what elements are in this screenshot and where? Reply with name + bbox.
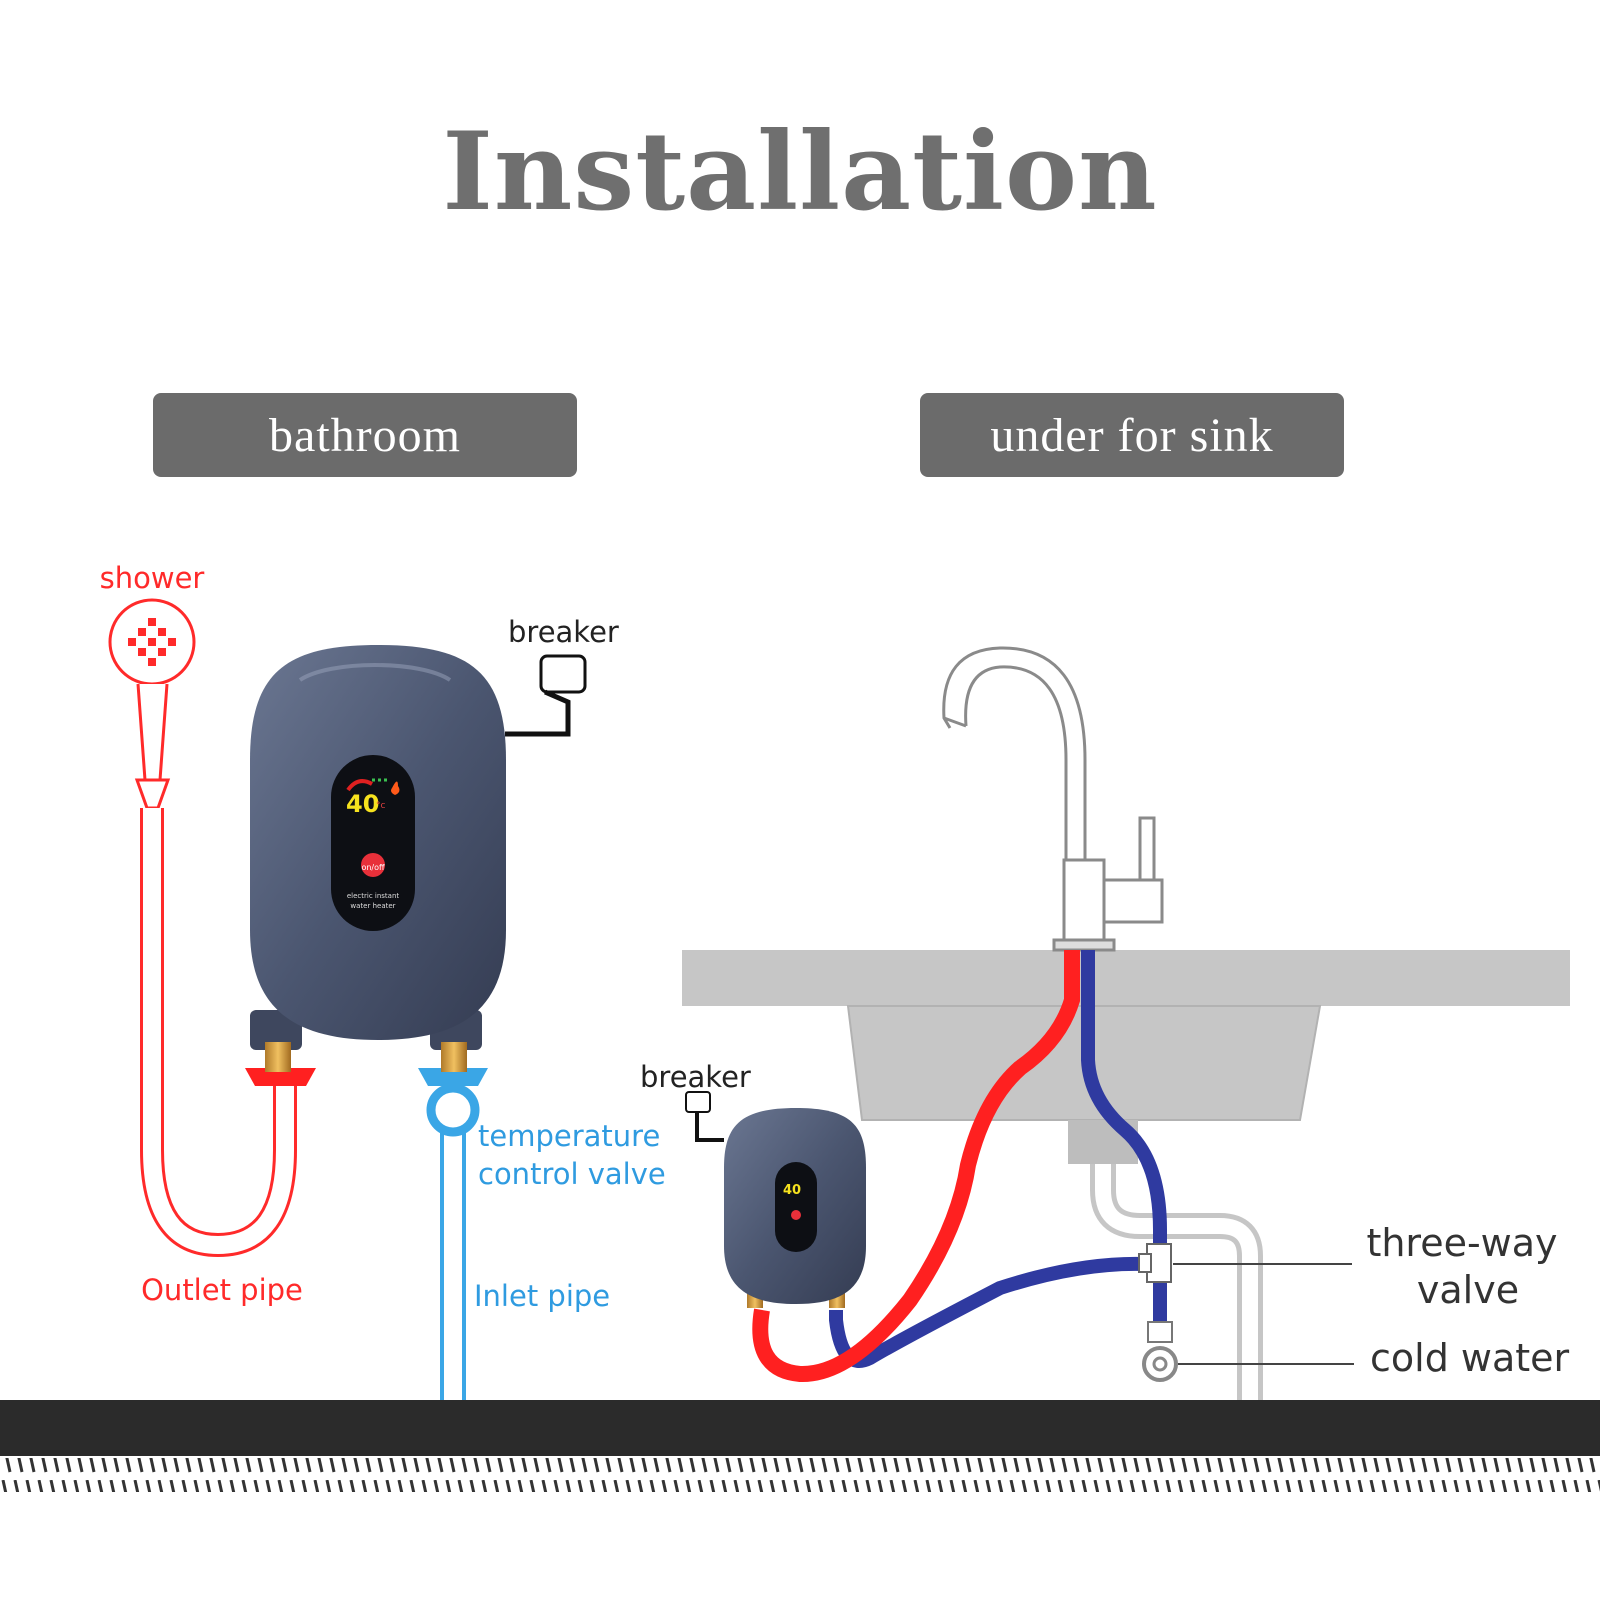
cold-water-valve-icon [1142, 1321, 1178, 1382]
heater-caption-2: water heater [350, 902, 395, 910]
faucet-icon [942, 646, 1164, 952]
breaker-box-icon [539, 654, 587, 694]
power-button-label: on/off [361, 863, 385, 872]
three-way-valve-icon [1138, 1243, 1172, 1283]
shower-label: shower [100, 561, 205, 595]
floor-bar [0, 1400, 1600, 1456]
sink-breaker-box-icon [685, 1091, 711, 1113]
tab-under-sink[interactable]: under for sink [920, 393, 1344, 477]
temperature-valve-icon [426, 1083, 480, 1137]
hot-water-hose [752, 950, 1080, 1383]
countertop [682, 950, 1570, 1006]
heater-caption-1: electric instant [347, 892, 400, 900]
tab-bathroom[interactable]: bathroom [153, 393, 577, 477]
sink-water-heater-unit: 40 [724, 1108, 866, 1308]
page-title: Installation [442, 109, 1158, 235]
outlet-nut-icon [245, 1068, 316, 1086]
cold-water-hose [1081, 950, 1167, 1330]
cold-water-label: cold water [1370, 1336, 1570, 1380]
shower-head-icon [108, 598, 196, 810]
heater-temperature-readout: 40 [346, 790, 379, 818]
three-way-valve-label-2: valve [1417, 1268, 1519, 1312]
sink-heater-temperature-readout: 40 [783, 1183, 801, 1198]
water-heater-unit: 40 °c on/off electric instant water heat… [250, 645, 506, 1072]
temperature-valve-label-1: temperature [478, 1119, 660, 1153]
heater-temperature-unit: °c [376, 801, 386, 811]
inlet-pipe-label: Inlet pipe [474, 1279, 610, 1313]
floor-hatch [0, 1458, 1600, 1492]
outlet-pipe-label: Outlet pipe [141, 1273, 303, 1307]
bathroom-breaker-label: breaker [508, 615, 619, 649]
three-way-valve-label-1: three-way [1366, 1221, 1557, 1265]
temperature-valve-label-2: control valve [478, 1157, 666, 1191]
sink-breaker-label: breaker [640, 1060, 751, 1094]
power-button-icon[interactable] [361, 853, 385, 877]
heater-inlet-hose [829, 1256, 1146, 1368]
